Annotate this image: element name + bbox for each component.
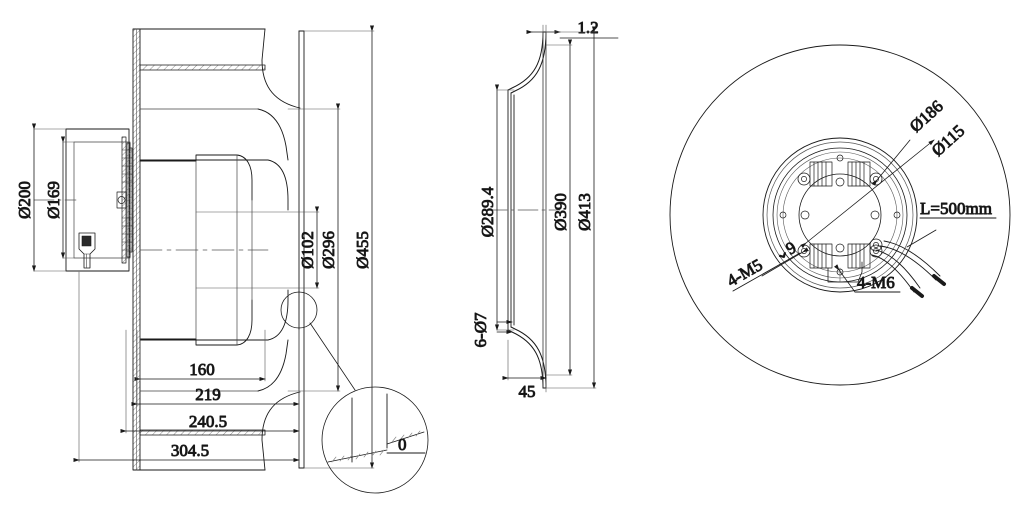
dim-w45: 45 <box>502 339 547 401</box>
impeller-blade-band <box>139 28 301 471</box>
svg-text:Ø413: Ø413 <box>575 193 594 231</box>
svg-text:6-Ø7: 6-Ø7 <box>471 312 490 347</box>
dim-w160: 160 <box>189 360 215 379</box>
dim-d169: Ø169 <box>44 181 63 219</box>
inner-fixing-holes <box>800 177 880 253</box>
detail-label-zero: 0 <box>398 435 407 454</box>
m6-holes <box>779 154 901 276</box>
svg-text:Ø289.4: Ø289.4 <box>478 186 497 237</box>
leader-4-m6: 4-M6 <box>834 264 901 293</box>
svg-text:45: 45 <box>519 382 536 401</box>
svg-text:L=500mm: L=500mm <box>920 199 992 218</box>
dim-d102: Ø102 <box>298 231 317 269</box>
dim-thickness: 1.2 <box>526 18 619 41</box>
dim-d200: Ø200 <box>15 181 34 219</box>
dim-w219: 219 <box>195 385 221 404</box>
leader-4-m5: 4-M5 ⌄ 9 <box>723 237 809 292</box>
leader-cable-length: L=500mm <box>906 199 997 248</box>
dim-d413: Ø413 <box>545 26 597 389</box>
middle-inlet-ring-view: 1.2 Ø289.4 Ø390 Ø413 6-Ø7 <box>471 18 619 401</box>
cable-gland <box>78 232 96 269</box>
svg-text:4-M6: 4-M6 <box>857 273 895 292</box>
hole-note-6xd7: 6-Ø7 <box>471 312 513 348</box>
left-view-horizontal-dimensions: 160 219 240.5 304.5 <box>73 271 300 463</box>
right-rear-view: Ø186 Ø115 L=500mm 4-M5 ⌄ 9 4-M6 <box>669 44 1011 386</box>
dim-t12: 1.2 <box>577 18 598 37</box>
svg-text:Ø115: Ø115 <box>928 121 968 160</box>
dim-d455: Ø455 <box>353 231 372 269</box>
motor-housing <box>33 128 133 272</box>
detail-callout: 0 <box>280 291 429 494</box>
impeller-backplate <box>132 28 141 471</box>
leader-d115: Ø115 <box>800 121 969 249</box>
svg-text:Ø186: Ø186 <box>906 97 947 136</box>
svg-text:Ø390: Ø390 <box>551 193 570 231</box>
dim-d390: Ø390 <box>545 39 573 376</box>
hub-barrel <box>139 154 269 346</box>
svg-text:4-M5: 4-M5 <box>724 255 766 290</box>
dim-w2405: 240.5 <box>189 412 227 431</box>
dim-d2894: Ø289.4 <box>478 84 515 331</box>
terminal-box <box>827 261 863 283</box>
dim-w3045: 304.5 <box>171 441 209 460</box>
left-view-vertical-dimensions: Ø200 Ø169 Ø102 Ø296 Ø455 <box>15 25 375 469</box>
dim-d296: Ø296 <box>319 231 338 269</box>
left-sectional-view: Ø200 Ø169 Ø102 Ø296 Ø455 <box>15 25 429 494</box>
m5-bosses <box>797 172 883 258</box>
